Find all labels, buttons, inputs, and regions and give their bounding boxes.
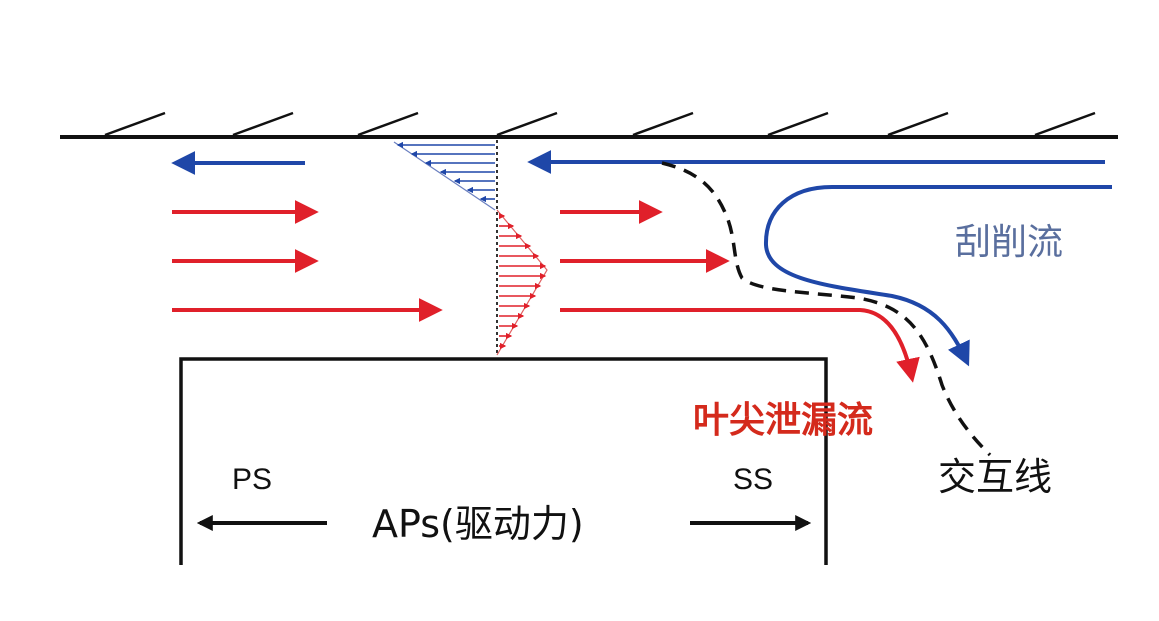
- hatch-mark: [496, 111, 558, 137]
- pressure-side-flow: [171, 151, 443, 322]
- suction-side-label: SS: [733, 463, 774, 496]
- driving-force-label: APs(驱动力): [372, 502, 584, 546]
- tip-leakage-flow-label: 叶尖泄漏流: [693, 400, 874, 441]
- pressure-side-label: PS: [232, 463, 273, 496]
- tip-leakage-flow-curve: [560, 308, 920, 383]
- hatch-mark: [632, 111, 694, 137]
- hatch-mark: [1034, 111, 1096, 137]
- hatch-mark: [767, 111, 829, 137]
- profile-blue-arrows: [396, 141, 495, 203]
- hatch-mark: [357, 111, 419, 137]
- profile-red-arrows: [498, 212, 547, 350]
- velocity-profile: [393, 140, 548, 356]
- suction-side-flow: [527, 150, 1112, 457]
- profile-envelope: [496, 209, 548, 356]
- hatch-mark: [887, 111, 949, 137]
- blade-tip-outline: [179, 357, 828, 565]
- casing-hatching: [104, 111, 1096, 137]
- profile-envelope: [393, 141, 496, 211]
- scraping-flow-label: 刮削流: [955, 222, 1064, 263]
- interface-line-dashed: [661, 161, 992, 457]
- hatch-mark: [232, 111, 294, 137]
- casing-wall: [60, 111, 1118, 139]
- scraping-flow-curve: [763, 185, 1112, 367]
- interface-line-label: 交互线: [938, 455, 1053, 499]
- hatch-mark: [104, 111, 166, 137]
